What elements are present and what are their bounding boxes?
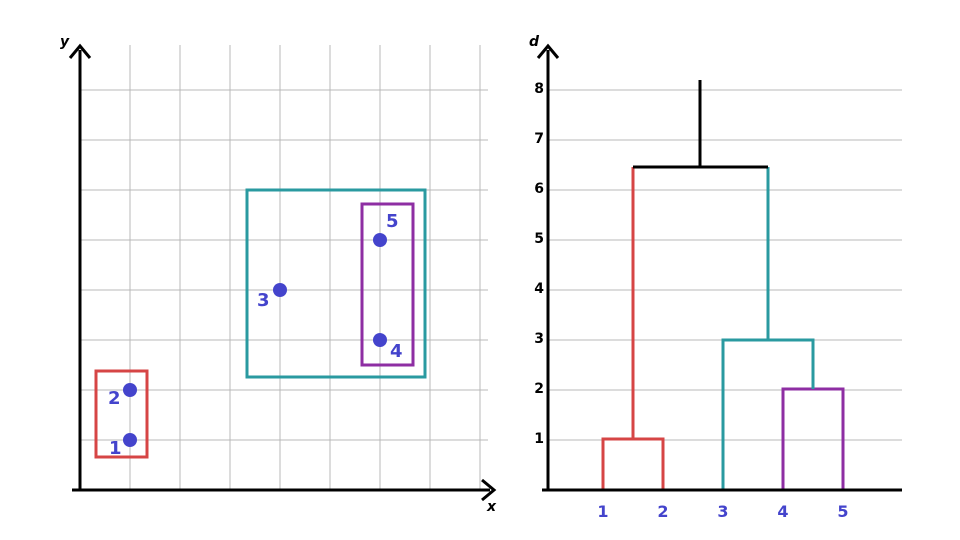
point-label-2: 2 <box>108 388 121 409</box>
dendrogram-grid <box>548 89 902 441</box>
cluster-box-4-5 <box>360 202 415 367</box>
leaf-label-3: 3 <box>717 502 728 521</box>
scatter-grid <box>80 45 488 490</box>
scatter-point-5 <box>373 233 387 247</box>
y-tick-7: 7 <box>534 131 544 147</box>
y-tick-4: 4 <box>534 281 544 297</box>
scatter-y-axis-label: y <box>60 34 70 50</box>
scatter-point-1 <box>123 433 137 447</box>
y-axis-arrow <box>68 43 92 59</box>
d-axis-arrow <box>536 43 560 59</box>
merge-1-2 <box>601 437 665 490</box>
dendrogram-panel: 1 2 3 4 5 6 7 8 d <box>529 34 902 521</box>
scatter-point-labels: 1 2 3 4 5 <box>108 211 403 459</box>
y-tick-8: 8 <box>534 81 544 97</box>
y-tick-3: 3 <box>534 331 544 347</box>
leaf-label-5: 5 <box>837 502 848 521</box>
scatter-panel: y x 1 2 3 4 5 <box>60 34 497 515</box>
y-tick-5: 5 <box>534 231 544 247</box>
leaf-label-2: 2 <box>657 502 668 521</box>
y-tick-6: 6 <box>534 181 544 197</box>
leaf-label-4: 4 <box>777 502 788 521</box>
dendrogram-y-axis-label: d <box>529 34 540 50</box>
dendrogram-branches <box>601 80 845 490</box>
scatter-point-3 <box>273 283 287 297</box>
y-tick-1: 1 <box>534 431 544 447</box>
point-label-4: 4 <box>390 341 403 362</box>
cluster-boxes <box>94 188 427 459</box>
scatter-axes: y x <box>60 34 497 515</box>
scatter-points <box>123 233 387 447</box>
y-tick-2: 2 <box>534 381 544 397</box>
scatter-point-2 <box>123 383 137 397</box>
point-label-1: 1 <box>109 438 122 459</box>
point-label-5: 5 <box>386 211 399 232</box>
cluster-box-1-2 <box>94 369 149 459</box>
scatter-point-4 <box>373 333 387 347</box>
merge-3-4-5 <box>721 338 815 490</box>
dendrogram-y-ticks: 1 2 3 4 5 6 7 8 <box>534 81 544 447</box>
dendrogram-leaf-labels: 1 2 3 4 5 <box>597 502 848 521</box>
cluster-box-3-4-5 <box>245 188 427 379</box>
point-label-3: 3 <box>257 290 270 311</box>
leaf-label-1: 1 <box>597 502 608 521</box>
dendrogram-axes: d <box>529 34 902 492</box>
x-axis-arrow <box>481 478 497 502</box>
scatter-x-axis-label: x <box>486 499 497 515</box>
